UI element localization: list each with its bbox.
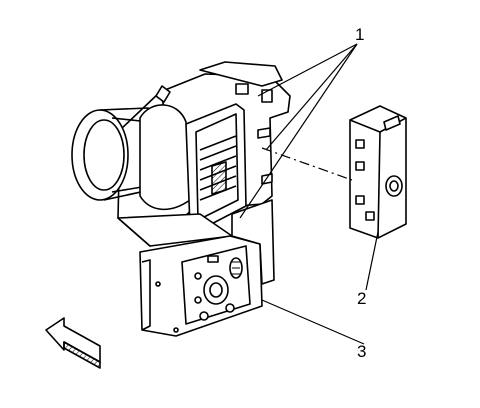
front-direction-arrow-icon [45, 317, 101, 369]
alignment-line [261, 147, 353, 181]
headlamp-switch-panel [139, 235, 263, 337]
leader-1a [257, 43, 358, 97]
leader-1c [239, 43, 358, 219]
callout-2: 2 [357, 289, 366, 308]
leader-3 [261, 299, 365, 345]
switch-module [349, 105, 407, 239]
leader-lines [239, 43, 379, 345]
instrument-panel-housing [71, 61, 291, 247]
callout-1: 1 [355, 25, 364, 44]
leader-1b [265, 43, 358, 151]
leader-2 [365, 231, 379, 291]
callout-3: 3 [357, 342, 366, 361]
trim-panel [231, 199, 275, 285]
